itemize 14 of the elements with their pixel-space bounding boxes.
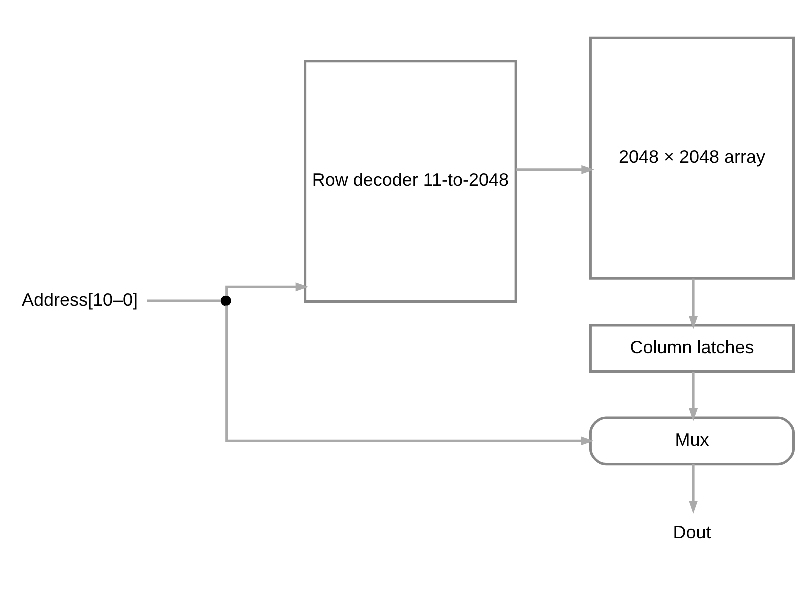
arrow bbox=[689, 464, 698, 514]
node-circle bbox=[220, 296, 232, 306]
arrow bbox=[516, 165, 595, 174]
connector bbox=[147, 300, 222, 302]
arrow bbox=[226, 306, 594, 446]
node-box: Row decoder 11-to-2048 bbox=[304, 60, 518, 303]
node-box: 2048 × 2048 array bbox=[589, 36, 796, 280]
node-text: Dout bbox=[673, 522, 712, 542]
arrow bbox=[689, 372, 698, 422]
node-box: Mux bbox=[589, 416, 796, 466]
arrow bbox=[689, 278, 698, 330]
node-text: Address[10–0] bbox=[22, 290, 138, 310]
node-box: Column latches bbox=[589, 324, 796, 374]
arrow bbox=[226, 282, 309, 296]
